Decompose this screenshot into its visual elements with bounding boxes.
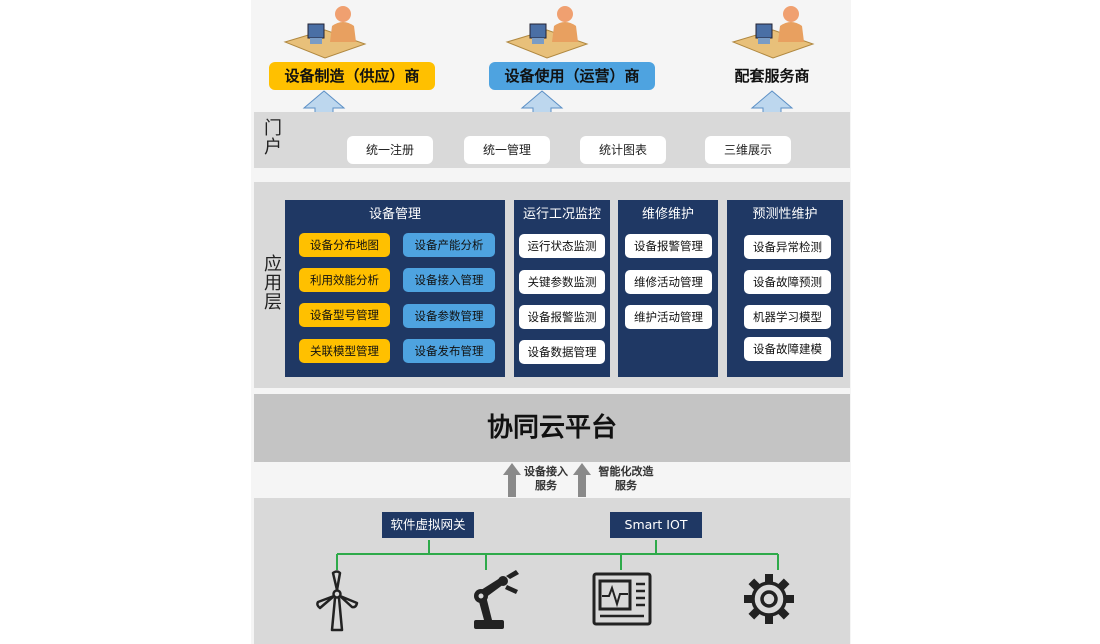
gear-icon	[744, 574, 794, 624]
wind-turbine-icon	[316, 570, 359, 632]
service-transform-label-line1: 智能化改造	[598, 465, 654, 478]
portal-button-charts[interactable]: 统计图表	[580, 136, 666, 164]
service-access-label-line1: 设备接入	[524, 465, 568, 478]
cloud-platform-band: 协同云平台	[254, 394, 850, 462]
device-connection-lines	[336, 540, 779, 570]
chip-anomaly-detection[interactable]: 设备异常检测	[744, 235, 831, 259]
chip-linked-model-management[interactable]: 关联模型管理	[299, 339, 390, 363]
service-transform-label-line2: 服务	[615, 479, 637, 492]
robot-arm-icon	[474, 570, 519, 629]
panel-title-maintenance: 维修维护	[641, 207, 694, 222]
chip-fault-modeling[interactable]: 设备故障建模	[744, 337, 831, 361]
actor-manufacturer: 设备制造（供应）商	[269, 62, 435, 90]
smart-iot-box: Smart IOT	[610, 512, 702, 538]
panel-title-device-management: 设备管理	[368, 207, 421, 222]
chip-fault-prediction[interactable]: 设备故障预测	[744, 270, 831, 294]
chip-alarm-monitoring[interactable]: 设备报警监测	[519, 305, 605, 329]
person-at-desk-icon	[731, 6, 815, 59]
actor-service-provider: 配套服务商	[734, 67, 810, 85]
portal-button-3d[interactable]: 三维展示	[705, 136, 791, 164]
portal-button-manage[interactable]: 统一管理	[464, 136, 550, 164]
chip-alarm-management[interactable]: 设备报警管理	[625, 234, 712, 258]
chip-repair-activity[interactable]: 维修活动管理	[625, 270, 712, 294]
panel-title-operation-monitoring: 运行工况监控	[522, 207, 601, 222]
actor-operator: 设备使用（运营）商	[489, 62, 655, 90]
device-layer-band	[254, 498, 850, 644]
chip-data-management[interactable]: 设备数据管理	[519, 340, 605, 364]
chip-efficiency-analysis[interactable]: 利用效能分析	[299, 268, 390, 292]
gray-up-arrow-icon	[503, 463, 521, 497]
chip-device-map[interactable]: 设备分布地图	[299, 233, 390, 257]
chip-status-monitoring[interactable]: 运行状态监测	[519, 234, 605, 258]
service-access-label-line2: 服务	[535, 479, 557, 492]
chip-capacity-analysis[interactable]: 设备产能分析	[403, 233, 495, 257]
portal-button-register[interactable]: 统一注册	[347, 136, 433, 164]
person-at-desk-icon	[505, 6, 589, 59]
chip-model-management[interactable]: 设备型号管理	[299, 303, 390, 327]
portal-label: 门户	[261, 118, 282, 156]
monitor-panel-icon	[592, 572, 652, 626]
software-virtual-gateway: 软件虚拟网关	[382, 512, 474, 538]
application-layer-label: 应用层	[261, 254, 282, 311]
chip-parameter-management[interactable]: 设备参数管理	[403, 304, 495, 328]
person-at-desk-icon	[283, 6, 367, 59]
panel-title-predictive-maintenance: 预测性维护	[752, 207, 818, 222]
chip-key-parameter-monitoring[interactable]: 关键参数监测	[519, 270, 605, 294]
chip-maintenance-activity[interactable]: 维护活动管理	[625, 305, 712, 329]
chip-release-management[interactable]: 设备发布管理	[403, 339, 495, 363]
gray-up-arrow-icon	[573, 463, 591, 497]
chip-machine-learning-model[interactable]: 机器学习模型	[744, 305, 831, 329]
chip-access-management[interactable]: 设备接入管理	[403, 268, 495, 292]
